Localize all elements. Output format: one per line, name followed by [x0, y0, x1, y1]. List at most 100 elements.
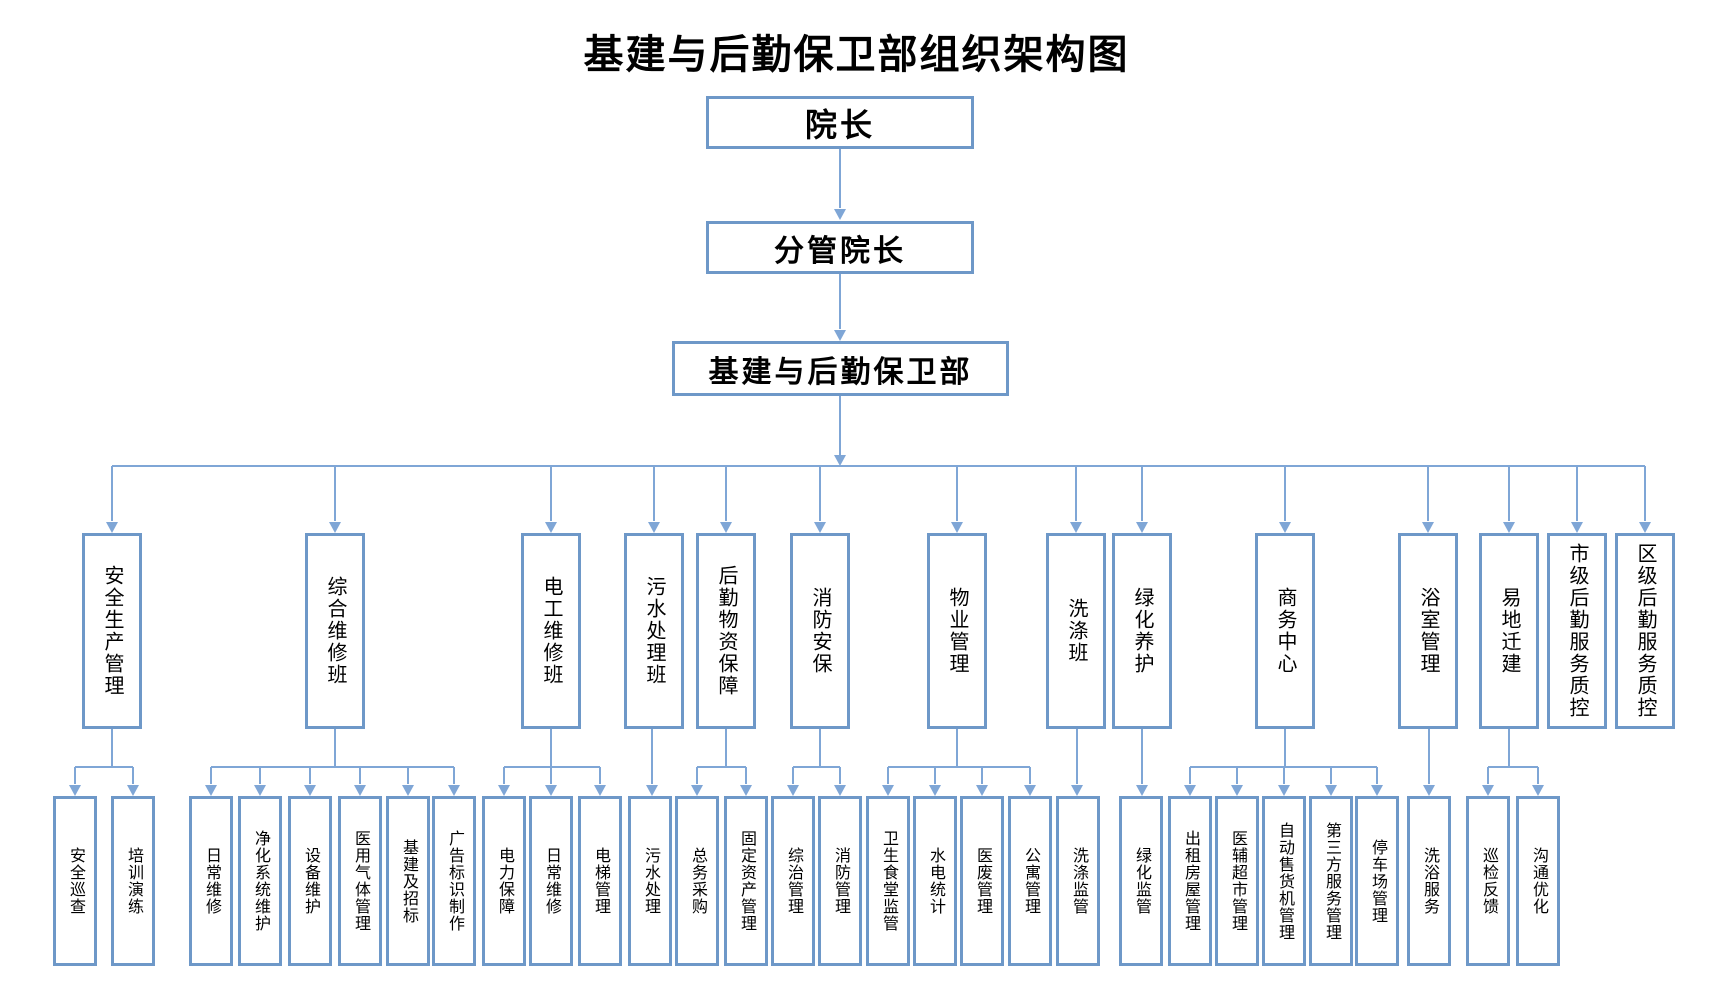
sub-dept-node-box: 电力保障	[482, 796, 526, 966]
sub-dept-node-box: 出租房屋管理	[1168, 796, 1212, 966]
connector	[74, 767, 76, 784]
sub-dept-node-box-label: 洗涤监管	[1070, 847, 1087, 915]
connector	[1141, 466, 1143, 521]
arrowhead	[498, 785, 510, 796]
connector	[819, 729, 821, 767]
arrowhead	[740, 785, 752, 796]
arrowhead	[402, 785, 414, 796]
dept-node-box: 易地迁建	[1479, 533, 1539, 729]
arrowhead	[1184, 785, 1196, 796]
connector	[1488, 766, 1538, 768]
connector	[819, 466, 821, 521]
arrowhead	[648, 522, 660, 533]
connector	[839, 767, 841, 784]
dept-node-box-label: 易地迁建	[1498, 587, 1520, 675]
arrowhead	[1371, 785, 1383, 796]
dept-node-box: 电工维修班	[521, 533, 581, 729]
arrowhead	[834, 785, 846, 796]
sub-dept-node-box-label: 安全巡查	[67, 847, 84, 915]
vice-president-node-box: 分管院长	[706, 221, 974, 274]
dept-node-box: 安全生产管理	[82, 533, 142, 729]
connector	[1428, 729, 1430, 784]
sub-dept-node-box: 医废管理	[960, 796, 1004, 966]
connector	[696, 767, 698, 784]
sub-dept-node-box: 日常维修	[529, 796, 573, 966]
sub-dept-node-box-label: 医用气体管理	[352, 830, 369, 932]
dept-node-box: 浴室管理	[1398, 533, 1458, 729]
sub-dept-node-box: 安全巡查	[53, 796, 97, 966]
arrowhead	[1571, 522, 1583, 533]
dept-node-box: 区级后勤服务质控	[1615, 533, 1675, 729]
connector	[956, 466, 958, 521]
connector	[453, 767, 455, 784]
connector	[1284, 466, 1286, 521]
dept-node-box: 消防安保	[790, 533, 850, 729]
arrowhead	[1423, 785, 1435, 796]
connector	[1508, 466, 1510, 521]
connector	[792, 767, 794, 784]
connector	[1029, 767, 1031, 784]
connector	[550, 767, 552, 784]
arrowhead	[929, 785, 941, 796]
sub-dept-node-box-label: 培训演练	[125, 847, 142, 915]
sub-dept-node-box-label: 第三方服务管理	[1323, 821, 1340, 941]
dept-node-box-label: 浴室管理	[1417, 587, 1439, 675]
connector	[599, 767, 601, 784]
arrowhead	[354, 785, 366, 796]
sub-dept-node-box: 绿化监管	[1119, 796, 1163, 966]
sub-dept-node-box: 电梯管理	[578, 796, 622, 966]
arrowhead	[329, 522, 341, 533]
connector	[210, 767, 212, 784]
dept-node-box: 后勤物资保障	[696, 533, 756, 729]
sub-dept-node-box: 总务采购	[675, 796, 719, 966]
sub-dept-node-box-label: 日常维修	[543, 847, 560, 915]
sub-dept-node-box: 培训演练	[111, 796, 155, 966]
sub-dept-node-box: 卫生食堂监管	[866, 796, 910, 966]
connector	[981, 767, 983, 784]
dept-node-box-label: 物业管理	[946, 587, 968, 675]
arrowhead	[882, 785, 894, 796]
connector	[1076, 729, 1078, 784]
connector	[956, 729, 958, 767]
department-node-label: 基建与后勤保卫部	[708, 355, 973, 389]
vice-president-node-label: 分管院长	[774, 234, 906, 268]
sub-dept-node-box-label: 公寓管理	[1022, 847, 1039, 915]
dept-node-box-label: 综合维修班	[324, 576, 346, 686]
connector	[132, 767, 134, 784]
sub-dept-node-box-label: 绿化监管	[1133, 847, 1150, 915]
connector	[1644, 466, 1646, 521]
dept-node-box: 污水处理班	[624, 533, 684, 729]
arrowhead	[1279, 522, 1291, 533]
connector	[259, 767, 261, 784]
connector	[407, 767, 409, 784]
arrowhead	[1231, 785, 1243, 796]
sub-dept-node-box: 医用气体管理	[338, 796, 382, 966]
sub-dept-node-box-label: 固定资产管理	[738, 830, 755, 932]
sub-dept-node-box-label: 医废管理	[974, 847, 991, 915]
arrowhead	[787, 785, 799, 796]
connector	[1508, 729, 1510, 767]
connector	[1075, 466, 1077, 521]
connector	[334, 466, 336, 521]
arrowhead	[1422, 522, 1434, 533]
connector	[651, 729, 653, 784]
dept-node-box: 综合维修班	[305, 533, 365, 729]
sub-dept-node-box: 消防管理	[818, 796, 862, 966]
arrowhead	[834, 209, 846, 220]
arrowhead	[1070, 522, 1082, 533]
arrowhead	[834, 455, 846, 466]
sub-dept-node-box-label: 医辅超市管理	[1229, 830, 1246, 932]
dept-node-box: 商务中心	[1255, 533, 1315, 729]
connector	[111, 729, 113, 767]
dept-node-box-label: 电工维修班	[540, 576, 562, 686]
connector	[1141, 729, 1143, 784]
connector	[839, 274, 841, 329]
sub-dept-node-box-label: 总务采购	[689, 847, 706, 915]
sub-dept-node-box-label: 水电统计	[927, 847, 944, 915]
arrowhead	[1639, 522, 1651, 533]
sub-dept-node-box-label: 洗浴服务	[1421, 847, 1438, 915]
sub-dept-node-box: 设备维护	[288, 796, 332, 966]
arrowhead	[545, 785, 557, 796]
arrowhead	[1325, 785, 1337, 796]
connector	[839, 149, 841, 208]
